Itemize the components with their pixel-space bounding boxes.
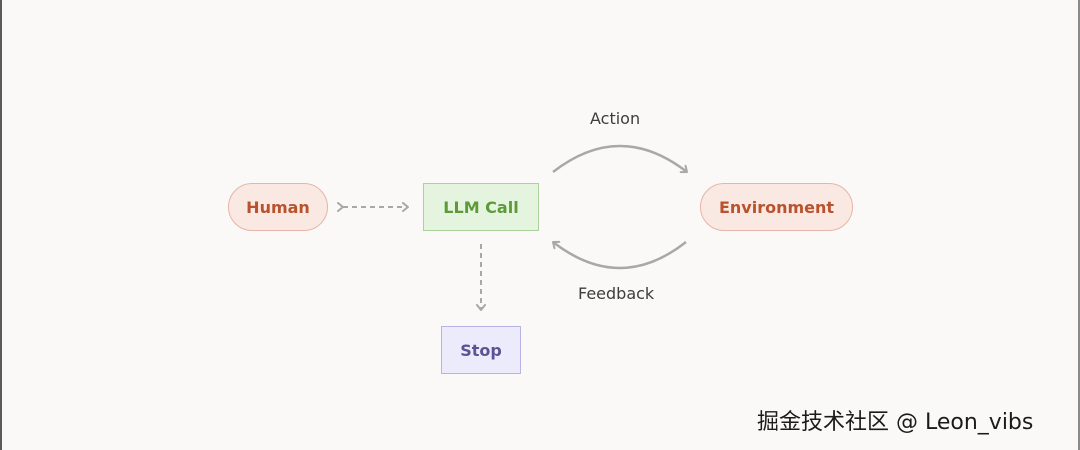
feedback-edge-label: Feedback	[578, 284, 655, 303]
left-border	[0, 0, 2, 450]
action-edge-label: Action	[590, 109, 641, 128]
watermark-text: 掘金技术社区 @ Leon_vibs	[757, 410, 1034, 435]
feedback-arrow	[552, 240, 687, 270]
llm-call-node: LLM Call	[423, 183, 539, 231]
action-arrow	[552, 144, 688, 174]
stop-node: Stop	[441, 326, 521, 374]
stop-label: Stop	[460, 340, 502, 360]
environment-node: Environment	[700, 183, 853, 231]
environment-label: Environment	[718, 197, 835, 217]
human-label: Human	[246, 197, 310, 217]
right-border	[1078, 0, 1080, 450]
llm-call-label: LLM Call	[443, 197, 519, 217]
human-node: Human	[228, 183, 328, 231]
